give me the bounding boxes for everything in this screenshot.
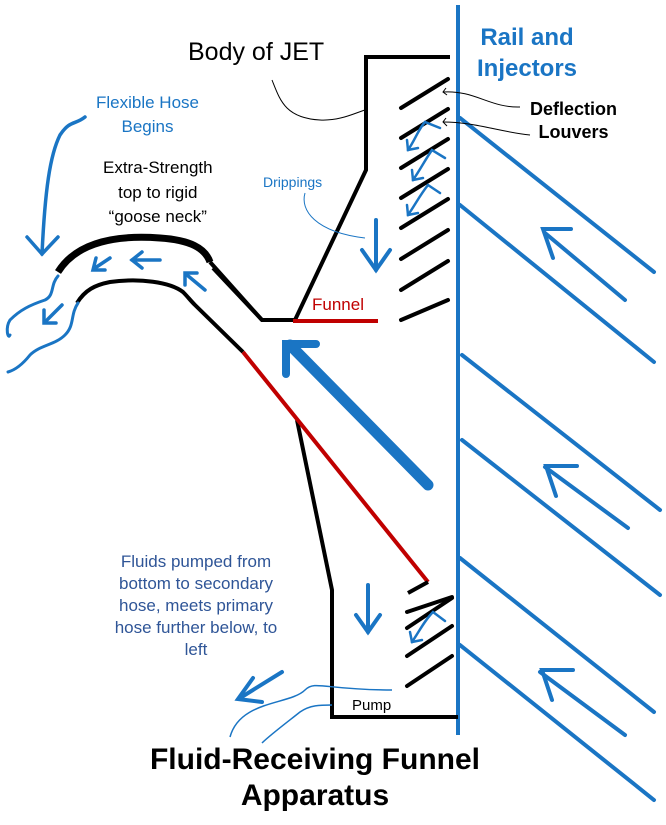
label-rail-and-injectors: Rail and Injectors (477, 22, 577, 84)
label-rail-line2: Injectors (477, 55, 578, 83)
label-extra-line1: Extra-Strength (103, 158, 213, 177)
main-flow-arrow (282, 339, 434, 491)
outflow-arrow (234, 670, 284, 704)
flexible-hose (5, 274, 80, 374)
title-line2: Apparatus (240, 779, 390, 812)
label-deflection-line1: Deflection (530, 99, 618, 119)
funnel-lines (241, 319, 430, 584)
label-extra-line2: top to rigid (118, 182, 198, 202)
label-extra-strength: Extra-Strength top to rigid “goose neck” (103, 156, 213, 230)
gooseneck-flow-arrows (42, 250, 207, 325)
funnel-lip (407, 580, 429, 595)
label-pump: Pump (352, 697, 392, 714)
label-fluids-line1: Fluids pumped from (120, 552, 272, 571)
spray-arrowheads (539, 227, 579, 702)
label-fluids-line4: hose further below, to (114, 618, 278, 638)
flexible-hose-pointer (25, 115, 87, 257)
label-fluids-line2: bottom to secondary (118, 574, 274, 594)
louver-flow-arrows (405, 120, 447, 644)
drip-arrows (354, 218, 392, 636)
deflection-louvers (399, 77, 454, 688)
label-fluids-pumped: Fluids pumped from bottom to secondary h… (96, 551, 296, 661)
label-body-of-jet: Body of JET (188, 38, 325, 66)
goose-neck (55, 233, 264, 354)
label-drippings: Drippings (263, 174, 323, 190)
label-rail-line1: Rail and (480, 24, 574, 51)
label-fluids-line3: hose, meets primary (119, 596, 273, 616)
label-flexible-hose: Flexible Hose Begins (96, 91, 199, 139)
injector-sprays (458, 116, 662, 802)
label-deflection-line2: Louvers (538, 122, 609, 143)
diagram-title: Fluid-Receiving Funnel Apparatus (130, 742, 500, 814)
label-fluids-line5: left (184, 640, 208, 660)
label-funnel: Funnel (312, 295, 364, 314)
label-flexible-line2: Begins (121, 116, 174, 136)
leader-lines (229, 79, 531, 744)
label-deflection-louvers: Deflection Louvers (530, 98, 617, 145)
label-flexible-line1: Flexible Hose (96, 93, 199, 112)
title-line1: Fluid-Receiving Funnel (149, 743, 480, 776)
label-extra-line3: “goose neck” (108, 207, 207, 227)
